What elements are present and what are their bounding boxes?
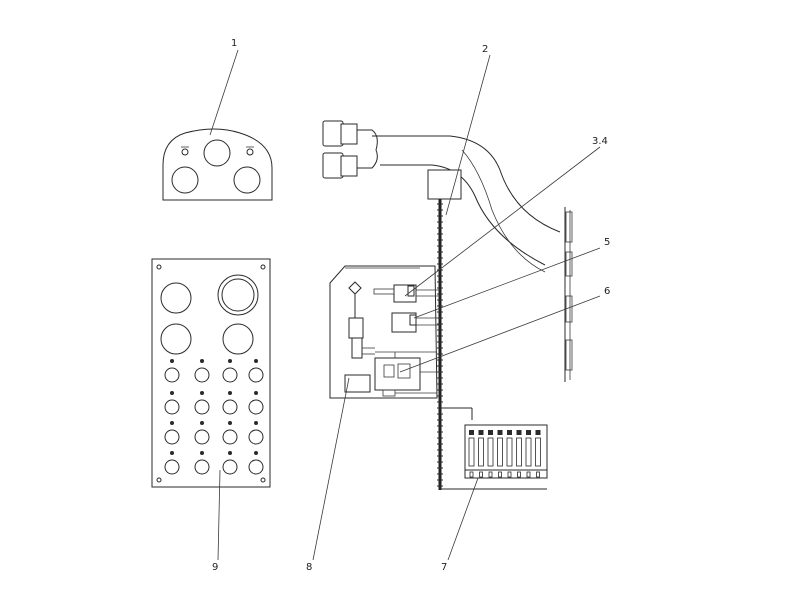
fuse-block (440, 407, 548, 479)
gauge-lower-left (160, 323, 192, 355)
leader-7 (447, 477, 479, 561)
callout-5: 5 (604, 237, 610, 248)
callout-8: 8 (306, 562, 312, 573)
fuse-slot (535, 430, 541, 478)
panel-switch (164, 359, 180, 383)
screw-hole-br (260, 477, 266, 483)
fuse-slot (506, 430, 513, 478)
wiring-harness (322, 120, 561, 490)
leader-2 (445, 54, 491, 216)
panel-switch (248, 359, 264, 383)
mounting-bracket (344, 281, 375, 393)
leader-6 (399, 295, 601, 373)
leader-9 (217, 469, 221, 561)
gauge-upper-right (217, 274, 259, 316)
leader-5 (413, 247, 601, 319)
gauge-bottom-right (233, 166, 261, 194)
panel-switch (164, 421, 180, 445)
fuse-slots (468, 430, 541, 478)
panel-switch (222, 391, 238, 415)
gauge-top-center (203, 139, 231, 167)
fuse-slot (497, 430, 503, 478)
panel-switch (194, 391, 210, 415)
panel-switch (248, 451, 264, 475)
relay-assembly-5 (391, 312, 440, 333)
fuse-slot (468, 430, 475, 478)
indicator-lamp-right (246, 148, 254, 156)
panel-switch (222, 359, 238, 383)
leader-8 (312, 377, 350, 561)
fuse-slot (478, 430, 484, 478)
callout-2: 2 (482, 44, 488, 55)
callout-3-4: 3.4 (592, 136, 608, 147)
fuse-slot (487, 430, 494, 478)
switch-panel (151, 258, 271, 488)
fuse-slot (516, 430, 522, 478)
panel-switch (194, 451, 210, 475)
connector-strip (564, 207, 573, 382)
instrument-cluster-panel (162, 128, 273, 201)
relay-box (329, 265, 438, 399)
gauge-lower-right (222, 323, 254, 355)
switch-grid (164, 359, 264, 475)
screw-hole-tl (156, 264, 162, 270)
callout-1: 1 (231, 38, 237, 49)
panel-switch (164, 451, 180, 475)
panel-switch (222, 421, 238, 445)
callout-6: 6 (604, 286, 610, 297)
panel-switch (222, 451, 238, 475)
screw-hole-bl (156, 477, 162, 483)
panel-switch (248, 391, 264, 415)
callout-9: 9 (212, 562, 218, 573)
gauge-bottom-left (171, 166, 199, 194)
relay-assembly-6 (374, 351, 440, 397)
panel-switch (194, 421, 210, 445)
leader-1 (209, 49, 239, 136)
indicator-lamp-left (181, 148, 189, 156)
screw-hole-tr (260, 264, 266, 270)
panel-switch (164, 391, 180, 415)
callout-7: 7 (441, 562, 447, 573)
gauge-upper-left (160, 282, 192, 314)
panel-switch (248, 421, 264, 445)
relay-assembly-3-4 (373, 284, 440, 303)
panel-switch (194, 359, 210, 383)
fuse-slot (525, 430, 532, 478)
leader-3-4 (404, 146, 601, 297)
